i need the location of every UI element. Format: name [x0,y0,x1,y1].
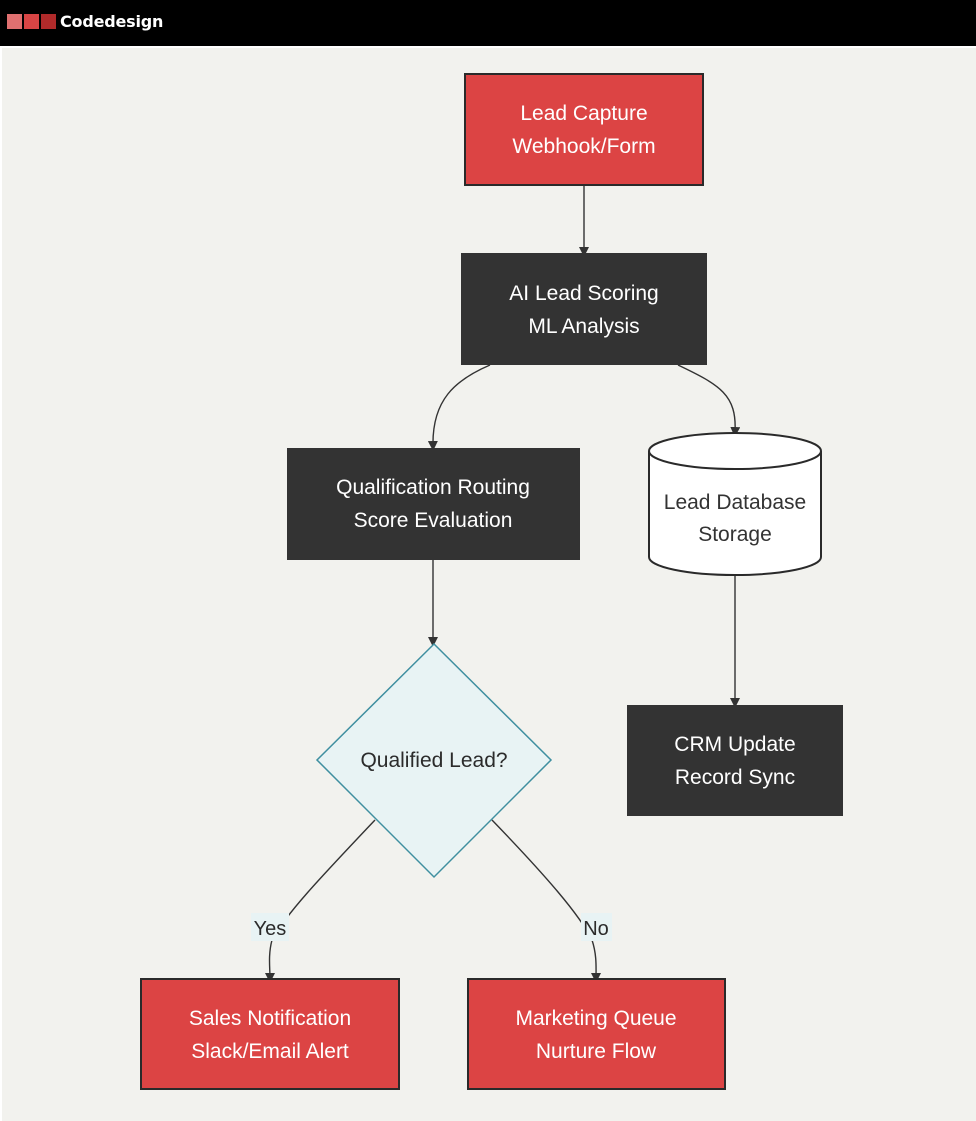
node-ai-scoring-line2: ML Analysis [528,315,639,338]
node-crm-update[interactable]: CRM Update Record Sync [627,705,843,816]
node-sales-notification-line1: Sales Notification [189,1007,351,1030]
no-label: No [583,918,609,940]
edge-decision-sales [264,819,376,983]
logo-square-2 [24,13,39,29]
node-marketing-queue-line1: Marketing Queue [515,1007,676,1030]
diagram-canvas [2,48,976,1121]
node-qualified-decision-label: Qualified Lead? [360,749,507,772]
node-lead-database-line2: Storage [698,523,772,546]
node-lead-database[interactable]: Lead Database Storage [648,432,822,576]
edge-scoring-routing [427,364,491,451]
brand-name: Codedesign [60,11,164,31]
no-label-bg [581,913,612,941]
brand-logo[interactable]: Codedesign [7,11,164,31]
node-qualification-routing[interactable]: Qualification Routing Score Evaluation [287,448,580,560]
edge-decision-marketing [491,819,602,983]
node-lead-capture[interactable]: Lead Capture Webhook/Form [464,73,704,186]
yes-label: Yes [254,918,287,940]
node-crm-update-line2: Record Sync [675,766,795,789]
node-qualification-routing-line2: Score Evaluation [354,509,513,532]
node-marketing-queue[interactable]: Marketing Queue Nurture Flow [467,978,726,1090]
logo-square-1 [7,13,22,29]
node-lead-capture-line2: Webhook/Form [512,135,655,158]
node-ai-scoring[interactable]: AI Lead Scoring ML Analysis [461,253,707,365]
node-qualification-routing-line1: Qualification Routing [336,476,530,499]
node-lead-database-line1: Lead Database [664,491,806,514]
node-qualified-decision[interactable]: Qualified Lead? [315,642,553,879]
node-sales-notification[interactable]: Sales Notification Slack/Email Alert [140,978,400,1090]
edge-scoring-database [677,364,741,437]
logo-square-3 [41,13,56,29]
node-marketing-queue-line2: Nurture Flow [536,1040,657,1063]
node-ai-scoring-line1: AI Lead Scoring [509,282,658,305]
node-sales-notification-line2: Slack/Email Alert [191,1040,349,1063]
node-lead-capture-line1: Lead Capture [520,102,647,125]
top-bar: Codedesign [0,0,976,46]
yes-label-bg [251,913,289,941]
node-crm-update-line1: CRM Update [674,733,795,756]
